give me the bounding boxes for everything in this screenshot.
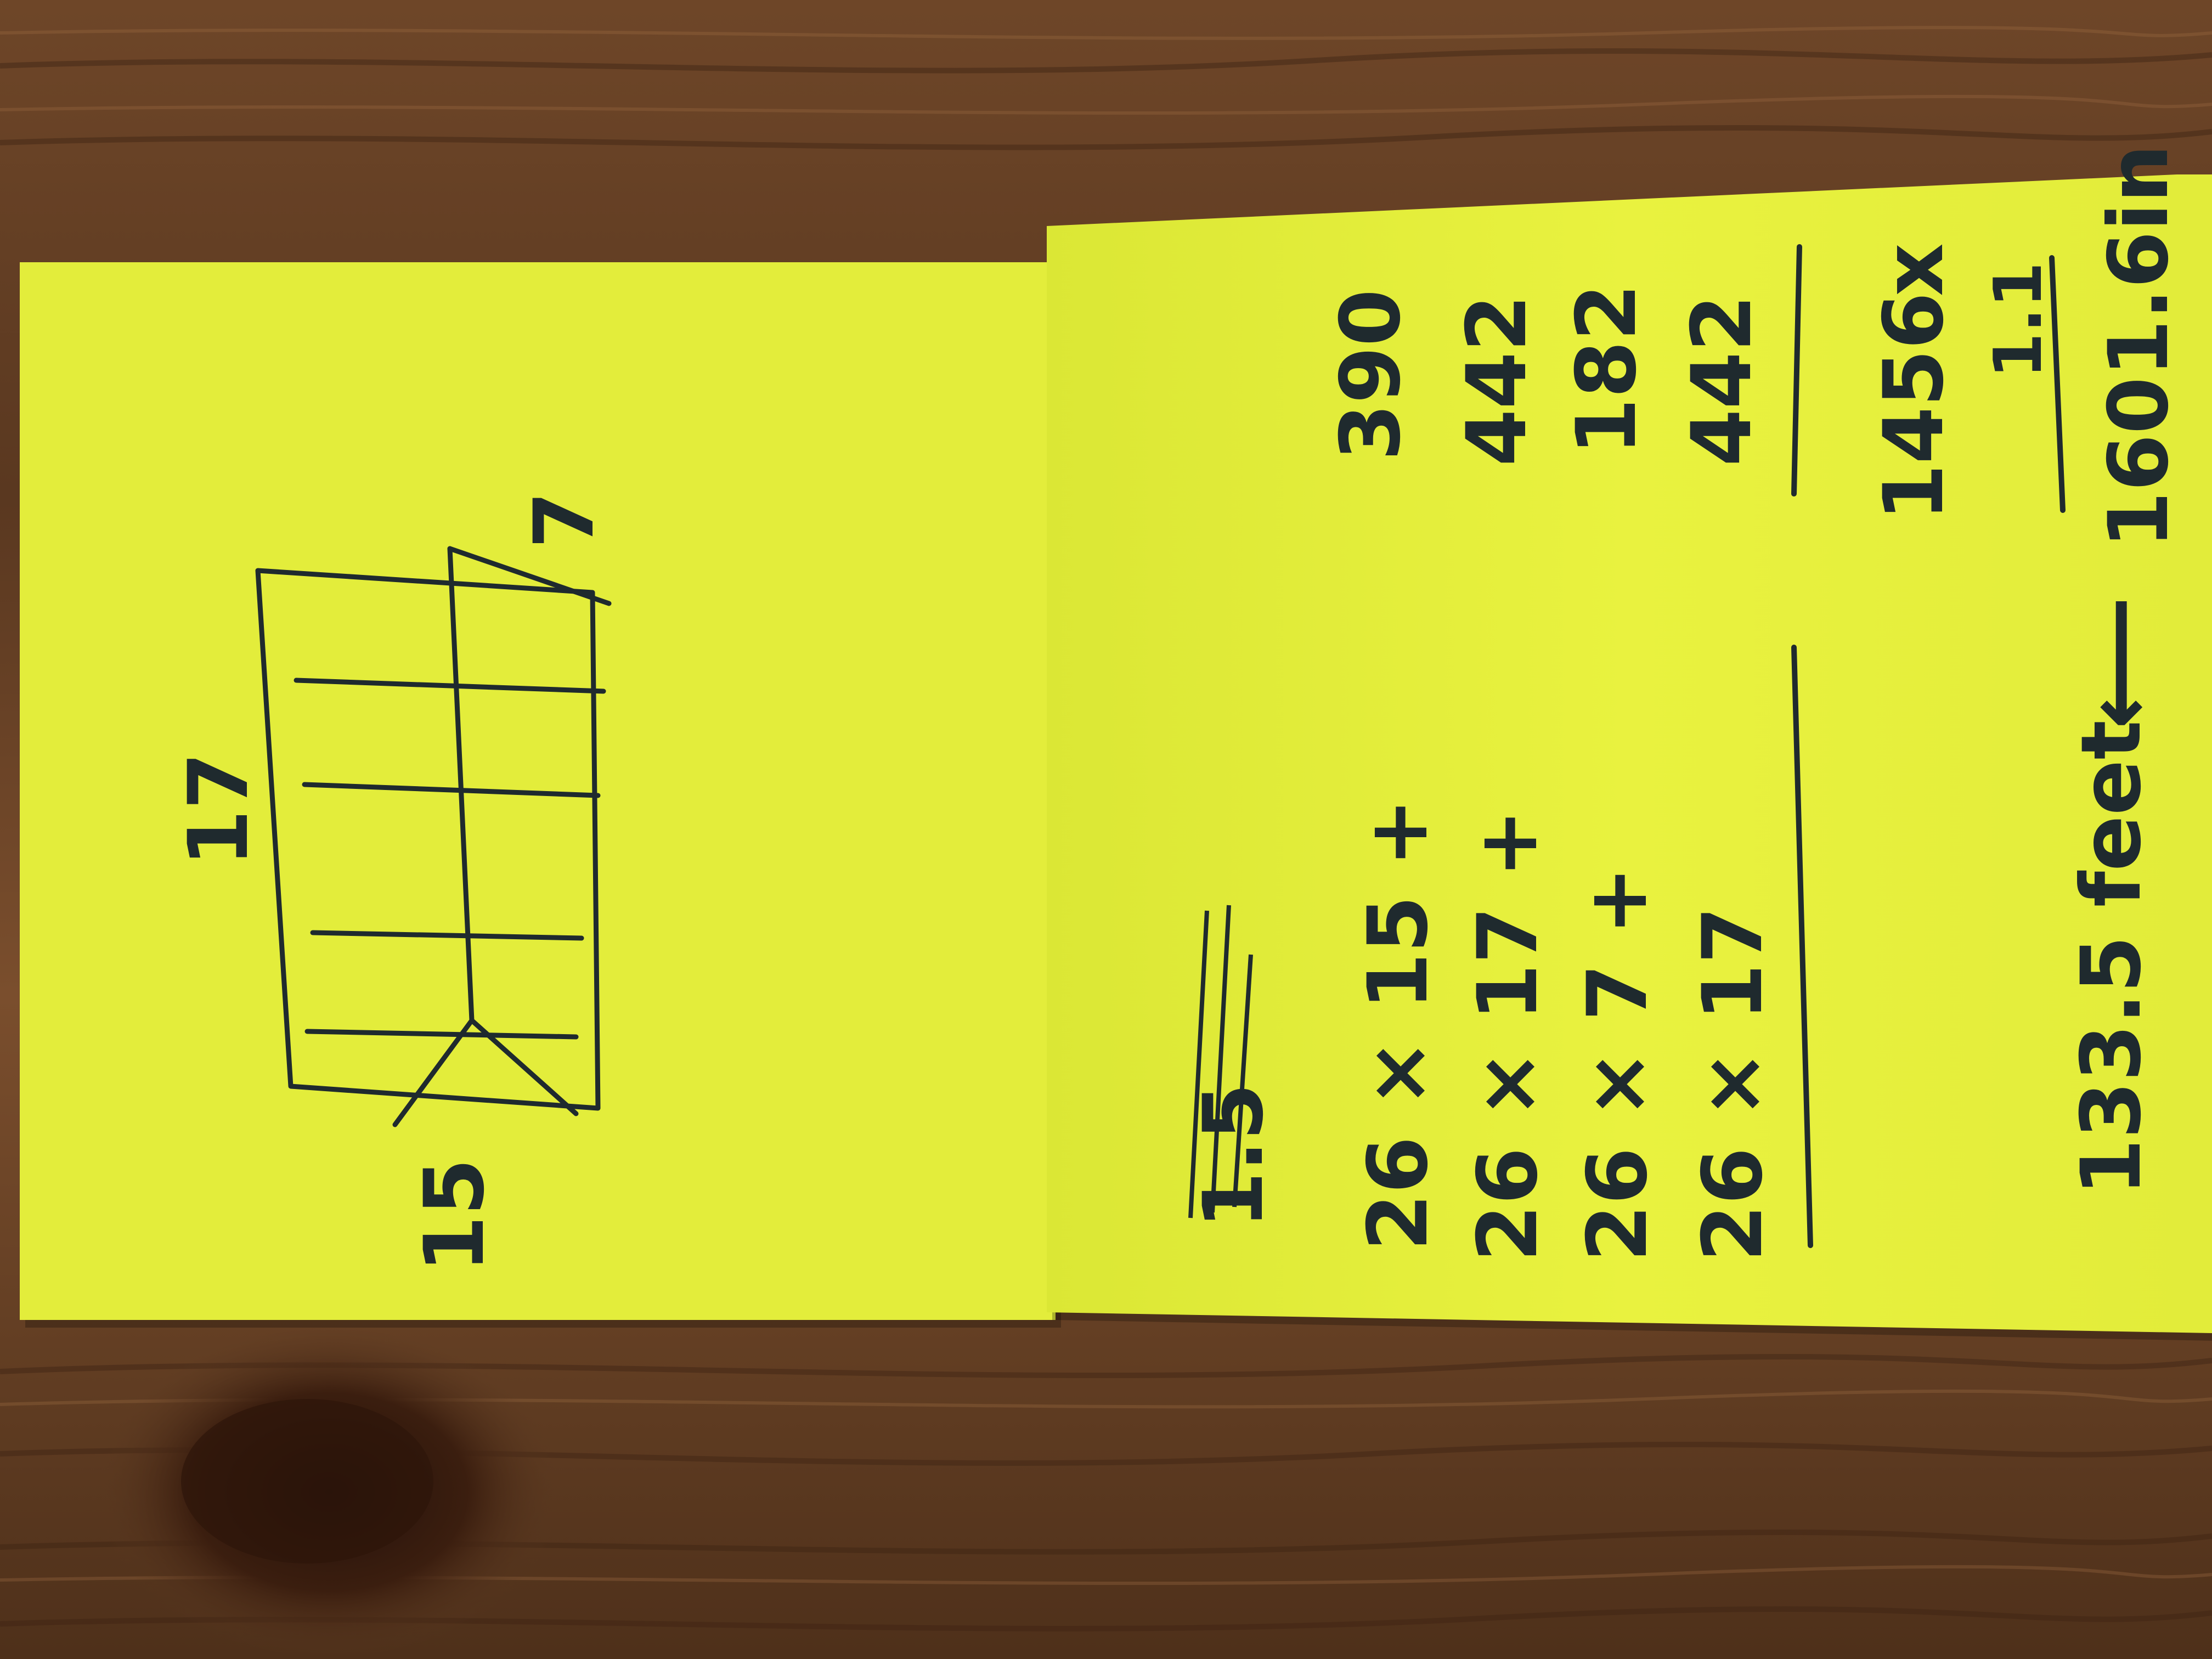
result-3: 182 <box>1559 284 1655 455</box>
sketch-divider-3 <box>310 930 584 941</box>
sketch-divider-1 <box>294 678 606 694</box>
sketch-divider-2 <box>302 782 601 798</box>
equation-3: 26 × 7 + <box>1570 866 1666 1262</box>
label-width: 17 <box>171 752 267 867</box>
sum-lines <box>1791 244 2066 1248</box>
sum-times: x <box>1866 243 1962 296</box>
equation-2: 26 × 17 + <box>1460 809 1556 1262</box>
result-4: 442 <box>1674 295 1770 466</box>
equation-4: 26 × 17 <box>1685 906 1781 1262</box>
scratched-label: 1.5 <box>1186 1083 1282 1229</box>
total-feet: 133.5 feet <box>2064 720 2159 1196</box>
sketch-diagonal-3 <box>392 1018 475 1127</box>
left-sticky-note <box>20 262 1061 1328</box>
wood-knot-core <box>181 1399 433 1564</box>
sketch-diagonal-2 <box>447 546 612 606</box>
sketch-outline <box>255 568 601 1111</box>
sum-line-right <box>1791 244 1802 496</box>
right-sticky-note <box>1047 174 2212 1341</box>
sum-value: 1456 <box>1866 292 1962 521</box>
arrow-icon: ⟵ <box>2064 596 2173 730</box>
equation-1: 26 × 15 + <box>1351 798 1446 1251</box>
label-depth: 7 <box>517 492 612 549</box>
total-inches: 1601.6in <box>2091 144 2187 549</box>
result-1: 390 <box>1323 289 1419 461</box>
multiplier-value: 1.1 <box>1980 262 2057 379</box>
result-2: 442 <box>1449 295 1545 466</box>
scratch-marks <box>1188 905 1253 1218</box>
box-sketch <box>255 546 612 1127</box>
sketch-divider-4 <box>304 1029 579 1040</box>
total-line <box>2049 255 2066 513</box>
sum-line-left <box>1791 645 1813 1248</box>
label-height: 15 <box>407 1158 503 1273</box>
